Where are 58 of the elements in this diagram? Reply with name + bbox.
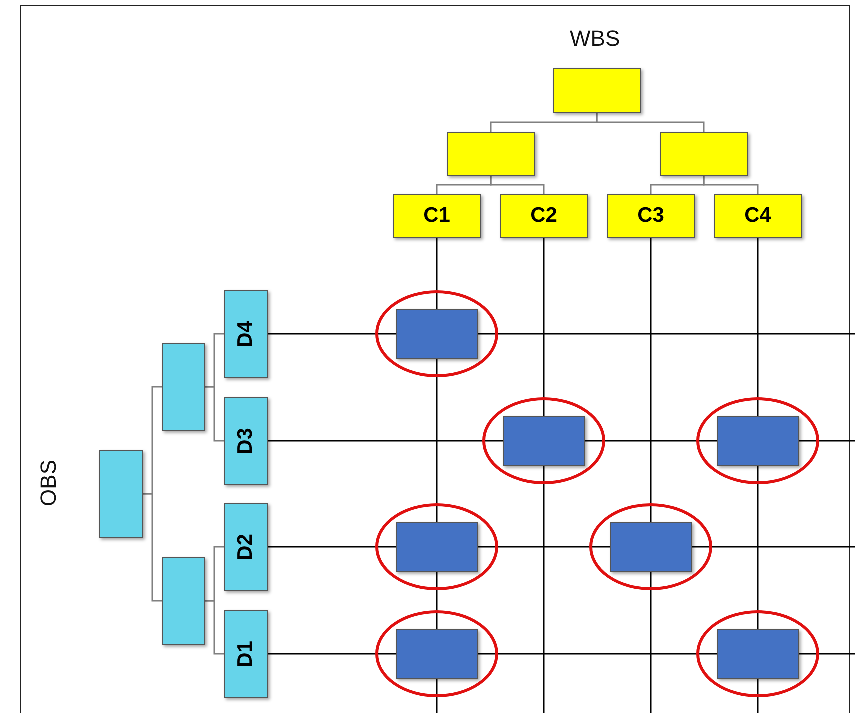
connector-line — [478, 546, 610, 548]
node-label: C2 — [530, 204, 558, 228]
connector-line — [205, 600, 224, 655]
node-label: D2 — [234, 534, 258, 560]
connector-line — [596, 113, 705, 132]
wbs-box — [660, 132, 748, 176]
connector-line — [650, 238, 652, 522]
node-label: D3 — [234, 428, 258, 454]
connector-line — [757, 238, 759, 416]
connector-line — [268, 546, 396, 548]
connector-line — [490, 176, 545, 194]
axis-title: OBS — [36, 460, 62, 506]
matrix-box — [396, 309, 478, 359]
connector-line — [757, 466, 759, 629]
connector-line — [268, 333, 396, 335]
matrix-box — [503, 416, 585, 466]
obs-box — [162, 557, 205, 645]
wbs-box — [500, 194, 588, 238]
obs-box — [99, 450, 143, 538]
connector-line — [543, 238, 545, 416]
obs-box — [224, 610, 268, 698]
matrix-box — [717, 629, 799, 679]
node-label: D4 — [234, 320, 258, 348]
connector-line — [436, 238, 438, 309]
connector-line — [205, 386, 224, 442]
matrix-box — [610, 522, 692, 572]
wbs-box — [553, 68, 641, 113]
wbs-box — [714, 194, 802, 238]
matrix-box — [717, 416, 799, 466]
highlight-ellipse — [375, 290, 499, 378]
node-label: C3 — [638, 204, 664, 228]
highlight-ellipse — [482, 397, 606, 485]
node-label: C4 — [744, 204, 772, 228]
highlight-ellipse — [375, 503, 499, 591]
highlight-ellipse — [696, 397, 820, 485]
connector-line — [436, 359, 438, 522]
wbs-box — [393, 194, 481, 238]
obs-box — [224, 503, 268, 591]
matrix-box — [396, 522, 478, 572]
connector-line — [143, 493, 162, 602]
wbs-box — [607, 194, 695, 238]
axis-title: WBS — [570, 26, 620, 52]
node-label: C1 — [424, 204, 450, 228]
node-label: D1 — [234, 640, 258, 668]
connector-line — [268, 653, 396, 655]
connector-line — [478, 653, 717, 655]
obs-box — [162, 343, 205, 431]
connector-line — [436, 572, 438, 629]
connector-line — [703, 176, 759, 194]
obs-box — [224, 397, 268, 485]
highlight-ellipse — [375, 610, 499, 698]
highlight-ellipse — [589, 503, 713, 591]
connector-line — [585, 440, 717, 442]
connector-line — [268, 440, 503, 442]
highlight-ellipse — [696, 610, 820, 698]
matrix-box — [396, 629, 478, 679]
wbs-box — [447, 132, 535, 176]
obs-box — [224, 290, 268, 378]
